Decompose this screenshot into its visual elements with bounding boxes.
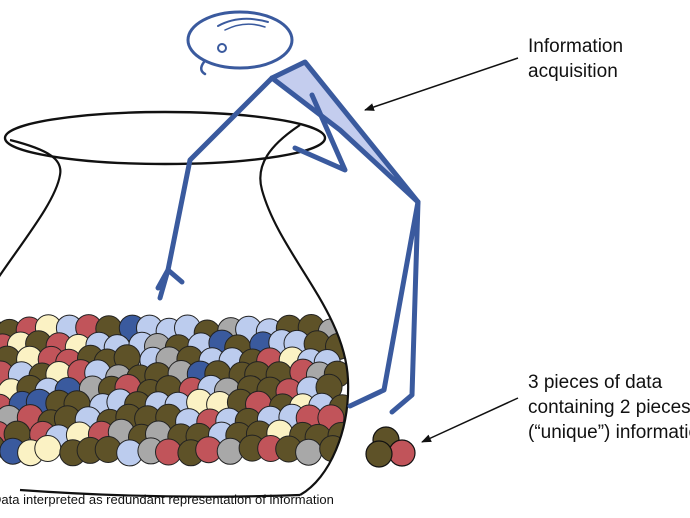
caption: Data interpreted as redundant representa… <box>0 492 334 507</box>
label-pieces-line-3: (“unique”) information <box>528 422 690 443</box>
vase-balls <box>0 314 349 467</box>
figure-near-hand <box>155 267 185 301</box>
label-pieces-line-2: containing 2 pieces of <box>528 397 690 418</box>
figure-torso <box>269 59 421 205</box>
figure-head-hair <box>217 17 269 27</box>
dropped-balls <box>365 426 416 468</box>
figure-far-leg <box>389 199 421 415</box>
label-acquisition-line-1: Information <box>528 36 624 57</box>
label-acquisition-line-2: acquisition <box>528 61 618 82</box>
figure-nose <box>200 60 207 76</box>
dropped-ball-olive-front <box>365 440 393 468</box>
vase-rim <box>3 110 327 166</box>
dropped-ball-red <box>388 439 416 467</box>
label-pieces-line-1: 3 pieces of data <box>528 372 663 393</box>
stick-figure <box>155 10 421 415</box>
label-data-pieces: 3 pieces of data containing 2 pieces of … <box>528 370 690 445</box>
figure-near-leg <box>347 199 421 409</box>
figure-head <box>186 10 294 70</box>
figure-near-arm <box>165 75 275 273</box>
vase <box>0 110 350 498</box>
figure-far-arm <box>292 92 348 173</box>
vase-outline <box>0 124 350 496</box>
figure-eye <box>217 43 227 53</box>
vase-bottom <box>19 488 301 498</box>
vase-ball <box>34 435 62 462</box>
arrow-pieces <box>421 397 519 443</box>
vase-ball <box>295 438 323 466</box>
arrow-acquisition <box>364 57 519 111</box>
figure-head-hair-2 <box>224 23 266 31</box>
label-information-acquisition: Information acquisition <box>528 34 623 84</box>
